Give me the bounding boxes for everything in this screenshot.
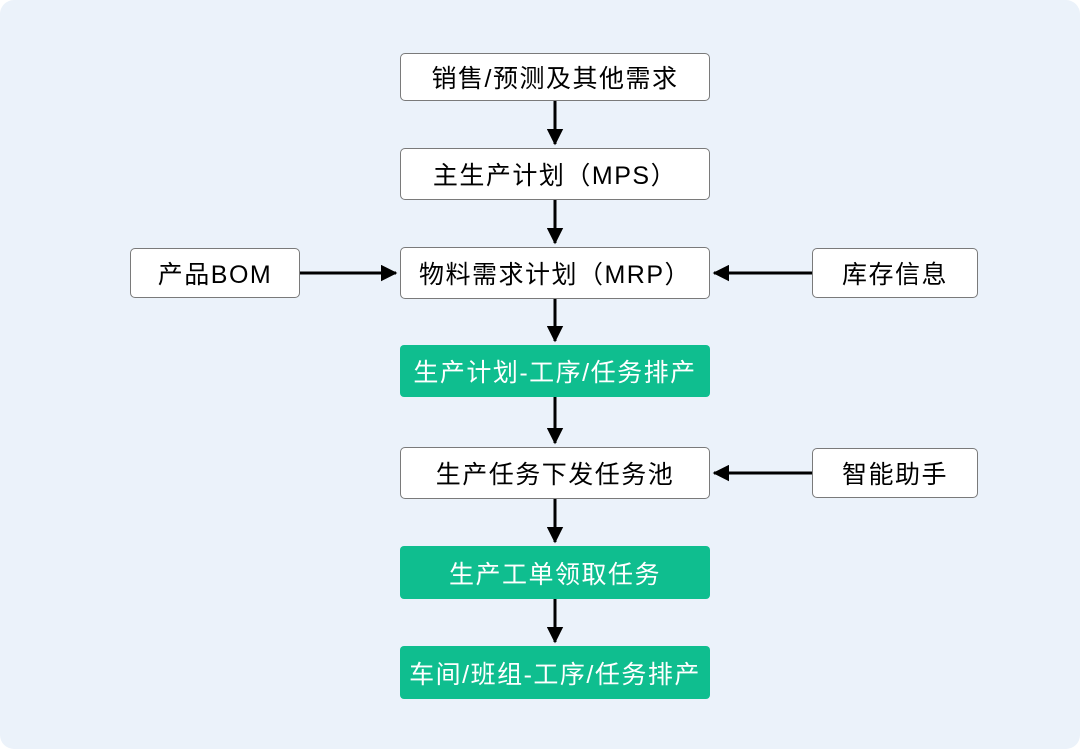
node-inventory-info-label: 库存信息 — [841, 261, 948, 289]
node-mps-label: 主生产计划（MPS） — [432, 162, 678, 190]
node-workshop-scheduling-label: 车间/班组-工序/任务排产 — [409, 660, 701, 689]
node-product-bom: 产品BOM — [130, 248, 300, 298]
node-mrp-label: 物料需求计划（MRP） — [418, 261, 692, 289]
node-mrp: 物料需求计划（MRP） — [400, 247, 710, 299]
node-task-pool-label: 生产任务下发任务池 — [435, 461, 675, 489]
node-inventory-info: 库存信息 — [812, 248, 978, 298]
node-task-pool: 生产任务下发任务池 — [400, 447, 710, 499]
node-plan-scheduling: 生产计划-工序/任务排产 — [400, 345, 710, 397]
node-product-bom-label: 产品BOM — [157, 261, 273, 289]
node-plan-scheduling-label: 生产计划-工序/任务排产 — [413, 359, 697, 387]
node-smart-assistant: 智能助手 — [812, 448, 978, 498]
node-sales-forecast: 销售/预测及其他需求 — [400, 53, 710, 101]
node-workshop-scheduling: 车间/班组-工序/任务排产 — [400, 646, 710, 699]
node-work-order-claim: 生产工单领取任务 — [400, 546, 710, 599]
node-smart-assistant-label: 智能助手 — [841, 461, 948, 489]
node-work-order-claim-label: 生产工单领取任务 — [448, 560, 661, 589]
node-sales-forecast-label: 销售/预测及其他需求 — [431, 65, 679, 93]
node-mps: 主生产计划（MPS） — [400, 148, 710, 200]
